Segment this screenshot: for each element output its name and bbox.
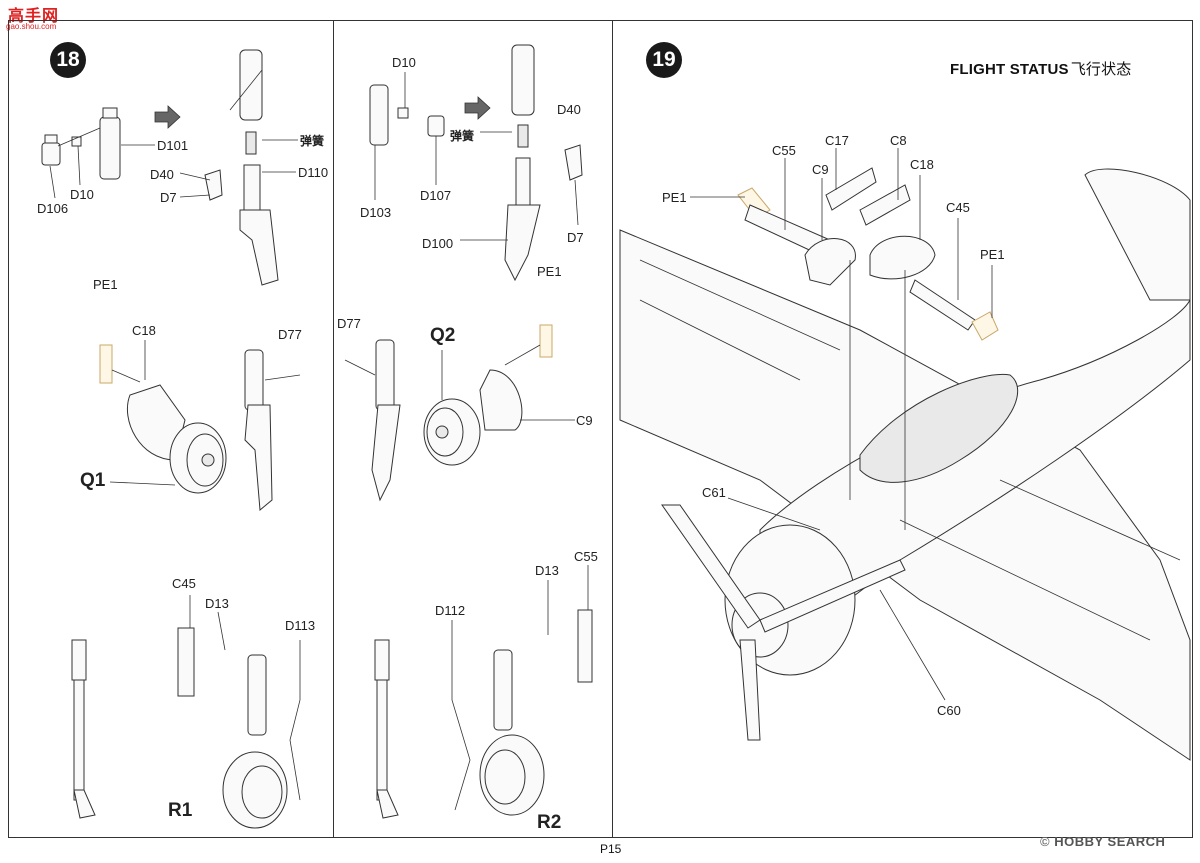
c9-door [804,238,856,286]
direction-arrow-1 [154,105,181,129]
label19-c60: C60 [937,703,961,718]
label-d113: D113 [285,618,316,633]
label-q1: Q1 [80,470,106,491]
label-c55: C55 [574,549,598,564]
label-q2: Q2 [430,325,456,346]
label-spring: 弹簧 [300,134,325,148]
label-d40-b: D40 [557,102,581,117]
c55-plate [577,609,593,683]
label19-c55: C55 [772,143,796,158]
label-pe1: PE1 [93,277,118,292]
direction-arrow-2 [464,96,491,120]
label-d7: D7 [160,190,177,205]
label-d106: D106 [37,201,69,216]
label-d112: D112 [435,603,466,618]
label19-c9: C9 [812,162,829,177]
c45-arm [909,279,976,331]
label19-c61: C61 [702,485,726,500]
d10-part-b [397,107,409,119]
label19-pe1-b: PE1 [980,247,1005,262]
label-r2: R2 [537,812,562,833]
flight-status-title-cn: 飞行状态 [1070,61,1132,78]
label-spring-b: 弹簧 [450,129,475,143]
d101-part [99,107,121,180]
label-d107: D107 [420,188,452,203]
label19-c17: C17 [825,133,849,148]
pe1-photoetch-b [539,324,553,358]
pe1-photoetch [99,344,113,384]
label19-pe1-a: PE1 [662,190,687,205]
c8-flap [859,184,911,226]
step-18-panel-right [333,20,613,838]
strut-assembly-r1 [222,654,288,829]
d107-part [427,115,445,137]
strut-assembly-2 [244,349,273,511]
watermark-brand: HOBBY SEARCH [1054,834,1166,849]
label-d10: D10 [70,187,94,202]
label19-c18: C18 [910,157,934,172]
strut-assembly-q2 [371,339,401,502]
watermark-mark: © [1040,834,1051,849]
d103-part [369,84,389,146]
watermark: © HOBBY SEARCH [1040,834,1165,849]
d106-part [41,134,61,166]
logo-url: gao.shou.com [6,22,57,31]
c9-cover [479,369,523,431]
c18-door [869,235,936,280]
step-19-panel [613,20,1193,838]
step-18-badge: 18 [50,42,86,78]
label-c45: C45 [172,576,196,591]
strut-assembly-1 [204,49,279,286]
label-d110: D110 [298,165,329,180]
label-d101: D101 [157,138,189,153]
label-r1: R1 [168,800,193,821]
label19-c45: C45 [946,200,970,215]
strut-assembly-3 [504,44,583,282]
flight-status-title-en: FLIGHT STATUS [950,61,1069,78]
label-d103: D103 [360,205,392,220]
label-d13-b: D13 [535,563,559,578]
label-d77: D77 [278,327,302,342]
d10-part [71,136,82,147]
label-pe1-b: PE1 [537,264,562,279]
label-c9: C9 [576,413,593,428]
c17-flap [825,167,877,211]
r1-leg-detail [71,639,96,819]
strut-assembly-r2 [479,649,545,816]
c45-plate [177,627,195,697]
r2-leg-detail [374,639,399,819]
page-number: P15 [600,842,622,856]
label-d40: D40 [150,167,174,182]
label-d13: D13 [205,596,229,611]
step-18-panel-left [8,20,333,838]
label-d77-b: D77 [337,316,361,331]
step-19-badge: 19 [646,42,682,78]
label-d10-b: D10 [392,55,416,70]
label-d7-b: D7 [567,230,584,245]
pe1-strip-b [971,311,999,341]
label-c18: C18 [132,323,156,338]
label-d100: D100 [422,236,454,251]
label19-c8: C8 [890,133,907,148]
